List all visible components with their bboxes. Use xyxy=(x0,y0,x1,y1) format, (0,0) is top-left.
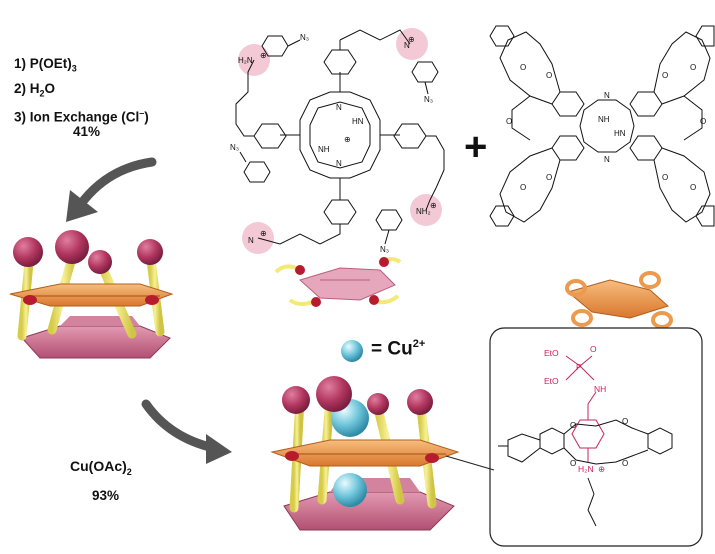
yield-step-2: 93% xyxy=(92,488,120,503)
svg-text:O: O xyxy=(520,183,526,192)
svg-text:O: O xyxy=(690,63,696,72)
svg-text:O: O xyxy=(690,183,696,192)
svg-text:NH: NH xyxy=(594,384,606,394)
phthalocyanine-labels: NH HN N N O O O O O O O O O O xyxy=(506,63,706,192)
svg-text:H₂N: H₂N xyxy=(578,464,594,474)
svg-text:O: O xyxy=(570,459,576,468)
svg-text:O: O xyxy=(590,344,597,354)
svg-text:N₃: N₃ xyxy=(300,33,309,42)
svg-text:⊕: ⊕ xyxy=(598,464,605,474)
svg-text:O: O xyxy=(622,417,628,426)
svg-text:NH: NH xyxy=(318,145,330,154)
reaction-conditions: 1) P(OEt)3 2) H2O 3) Ion Exchange (Cl–) xyxy=(14,54,149,128)
svg-text:N: N xyxy=(336,159,342,168)
svg-text:N: N xyxy=(404,41,410,50)
svg-text:HN: HN xyxy=(352,117,364,126)
porphyrin-3d-model xyxy=(274,257,402,307)
cage-model-2 xyxy=(270,376,460,531)
reagent-copper-acetate: Cu(OAc)2 xyxy=(70,458,132,477)
svg-text:N: N xyxy=(248,236,254,245)
svg-text:O: O xyxy=(662,173,668,182)
svg-text:NH₂: NH₂ xyxy=(416,207,431,216)
copper-ion-legend-sphere xyxy=(341,340,363,362)
svg-text:⊕: ⊕ xyxy=(430,201,437,210)
porphyrin-structure xyxy=(235,28,445,254)
svg-text:⊕: ⊕ xyxy=(408,35,415,44)
svg-text:O: O xyxy=(546,173,552,182)
yield-step-1: 41% xyxy=(73,124,101,139)
inset-pointer xyxy=(445,455,495,471)
reaction-arrow-2 xyxy=(141,399,232,464)
svg-text:N: N xyxy=(604,91,610,100)
porphyrin-labels: N₃ N₃ N₃ N₃ H₂N N N NH₂ HN NH N N ⊕ ⊕ ⊕ … xyxy=(230,33,437,254)
copper-ion-legend-label: = Cu2+ xyxy=(371,338,426,360)
phthalocyanine-structure xyxy=(489,25,715,227)
svg-text:O: O xyxy=(506,117,512,126)
svg-text:O: O xyxy=(570,421,576,430)
svg-text:N₃: N₃ xyxy=(380,245,389,254)
svg-text:O: O xyxy=(520,63,526,72)
svg-text:NH: NH xyxy=(598,115,610,124)
svg-text:O: O xyxy=(546,71,552,80)
svg-text:O: O xyxy=(700,117,706,126)
svg-text:O: O xyxy=(622,459,628,468)
svg-text:HN: HN xyxy=(614,129,626,138)
inset-box xyxy=(489,327,703,547)
svg-text:⊕: ⊕ xyxy=(260,229,267,238)
svg-text:N₃: N₃ xyxy=(424,95,433,104)
svg-text:N₃: N₃ xyxy=(230,143,239,152)
svg-text:N: N xyxy=(604,155,610,164)
inset-structure: EtO EtO P O NH H₂N ⊕ O O O O xyxy=(498,344,673,527)
reaction-arrow-1 xyxy=(66,157,157,222)
svg-text:N: N xyxy=(336,103,342,112)
svg-text:H₂N: H₂N xyxy=(238,56,253,65)
svg-text:O: O xyxy=(662,71,668,80)
step-1: 1) P(OEt)3 xyxy=(14,56,77,74)
step-2: 2) H2O xyxy=(14,80,56,99)
step-3: 3) Ion Exchange (Cl–) xyxy=(14,108,149,125)
svg-text:⊕: ⊕ xyxy=(260,51,267,60)
svg-text:P: P xyxy=(576,362,582,372)
svg-text:⊕: ⊕ xyxy=(344,135,351,144)
cage-model-1 xyxy=(9,230,174,359)
svg-text:EtO: EtO xyxy=(544,348,559,358)
phthalocyanine-3d-model xyxy=(565,271,673,329)
svg-text:EtO: EtO xyxy=(544,376,559,386)
plus-sign: + xyxy=(464,125,487,169)
